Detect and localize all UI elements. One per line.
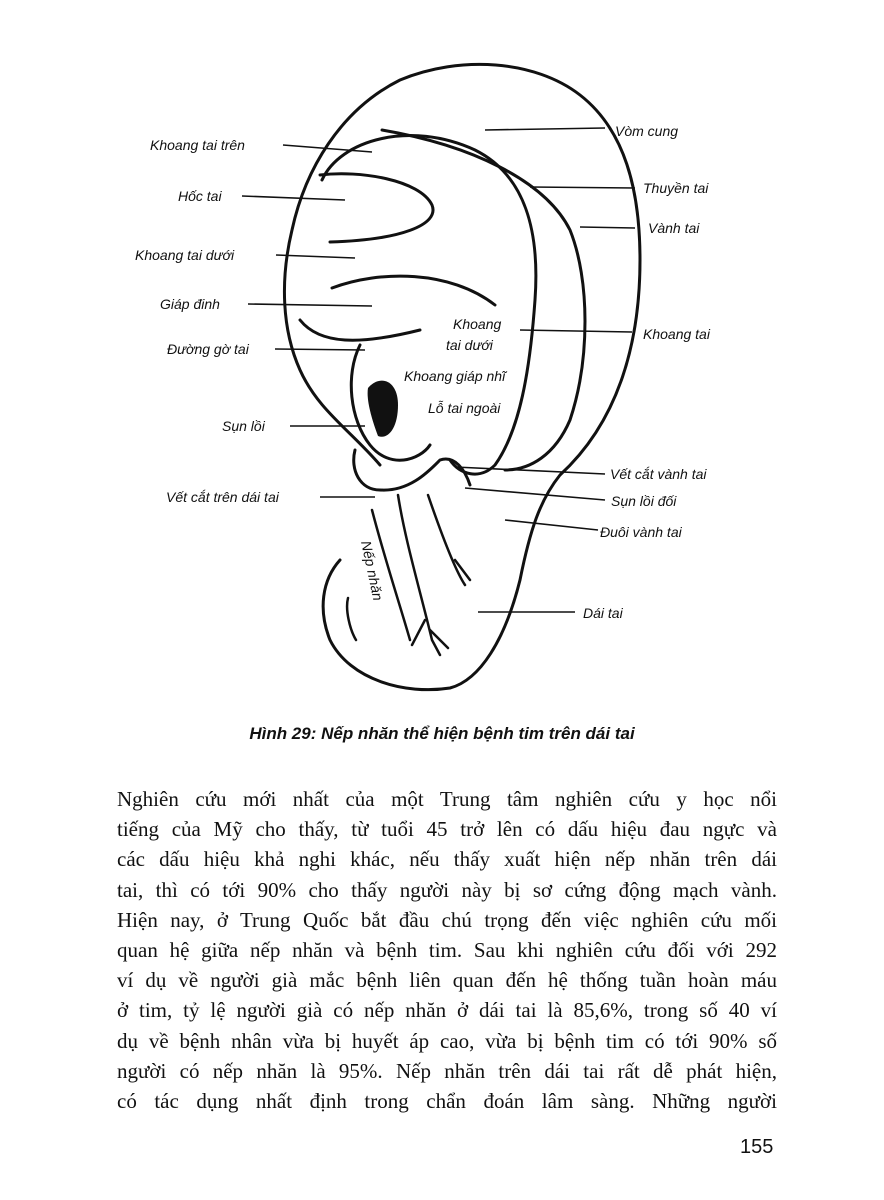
wrinkle-3 [426,493,472,587]
leader-khoang-tai-duoi [275,254,356,259]
label-khoang-tai-tren: Khoang tai trên [150,137,245,153]
label-vanh-tai: Vành tai [648,220,700,236]
ear-diagram: Khoang tai trên Hốc tai Khoang tai dưới … [135,62,711,692]
label-sun-loi: Sụn lồi [222,418,266,434]
label-khoang-tai-duoi: Khoang tai dưới [135,247,235,263]
leader-khoang-tai-tren [282,144,373,153]
paragraph-line: ở tim, tỷ lệ người già có nếp nhăn ở dái… [117,998,777,1023]
page-number: 155 [740,1136,774,1158]
label-vet-cat-vanh-tai: Vết cắt vành tai [610,466,707,482]
leader-vom-cung [484,127,606,131]
intertragic-notch [352,448,472,492]
label-hoc-tai: Hốc tai [178,188,222,204]
label-duong-go-tai: Đường gờ tai [167,341,250,357]
label-khoang-giap-nhi: Khoang giáp nhĩ [404,368,508,384]
leader-vet-cat-vanh-tai [454,466,606,475]
wrinkle-4 [345,596,358,642]
tragus [349,343,432,462]
paragraph-line: dụ về bệnh nhân vừa bị huyết áp cao, vừa… [117,1028,777,1053]
paragraph-line: có tác dụng nhất định trong chẩn đoán lâ… [117,1089,777,1114]
leader-duong-go-tai [274,348,366,351]
leader-hoc-tai [241,195,346,201]
paragraph-line: các dấu hiệu khả nghi khác, nếu thấy xuấ… [117,847,777,872]
paragraph-line: tai, thì có tới 90% cho thấy người này b… [117,877,777,902]
leader-thuyen-tai [529,186,636,189]
label-vom-cung: Vòm cung [615,123,678,139]
ear-outline [282,62,642,692]
paragraph-line: quan hệ giữa nếp nhăn và bệnh tim. Sau k… [117,938,777,963]
label-khoang-inner-2: tai dưới [446,337,494,353]
label-lo-tai-ngoai: Lỗ tai ngoài [428,400,501,416]
concha-top [330,274,497,307]
helix-crus [298,318,422,342]
body-paragraph: Nghiên cứu mới nhất của một Trung tâm ng… [117,784,777,1116]
wrinkle-1 [370,508,412,642]
label-duoi-vanh-tai: Đuôi vành tai [600,524,683,540]
label-khoang-inner-1: Khoang [453,316,501,332]
figure-caption: Hình 29: Nếp nhăn thể hiện bệnh tim trên… [249,724,635,743]
fossa [318,172,435,244]
helix-inner [380,128,587,472]
leader-sun-loi-doi [464,487,606,501]
leader-duoi-vanh-tai [504,519,599,531]
label-giap-dinh: Giáp đinh [160,296,220,312]
leader-giap-dinh [247,303,373,307]
paragraph-line: ví dụ về người già mắc bệnh liên quan đế… [117,968,777,993]
paragraph-line: Hiện nay, ở Trung Quốc bắt đầu chú trọng… [117,907,777,932]
wrinkle-2 [396,493,450,657]
leader-khoang-tai [519,329,633,333]
label-vet-cat-tren-dai-tai: Vết cắt trên dái tai [166,489,280,505]
label-thuyen-tai: Thuyền tai [643,180,709,196]
ear-canal [367,380,398,437]
antihelix [320,134,538,476]
leader-vanh-tai [579,226,636,229]
label-dai-tai: Dái tai [583,605,624,621]
label-sun-loi-doi: Sụn lồi đối [611,493,677,509]
paragraph-line: tiếng của Mỹ cho thấy, từ tuổi 45 trở lê… [117,817,777,842]
paragraph-line: Nghiên cứu mới nhất của một Trung tâm ng… [117,787,777,811]
paragraph-line: người có nếp nhăn là 95%. Nếp nhăn trên … [117,1058,777,1083]
label-khoang-tai: Khoang tai [643,326,711,342]
